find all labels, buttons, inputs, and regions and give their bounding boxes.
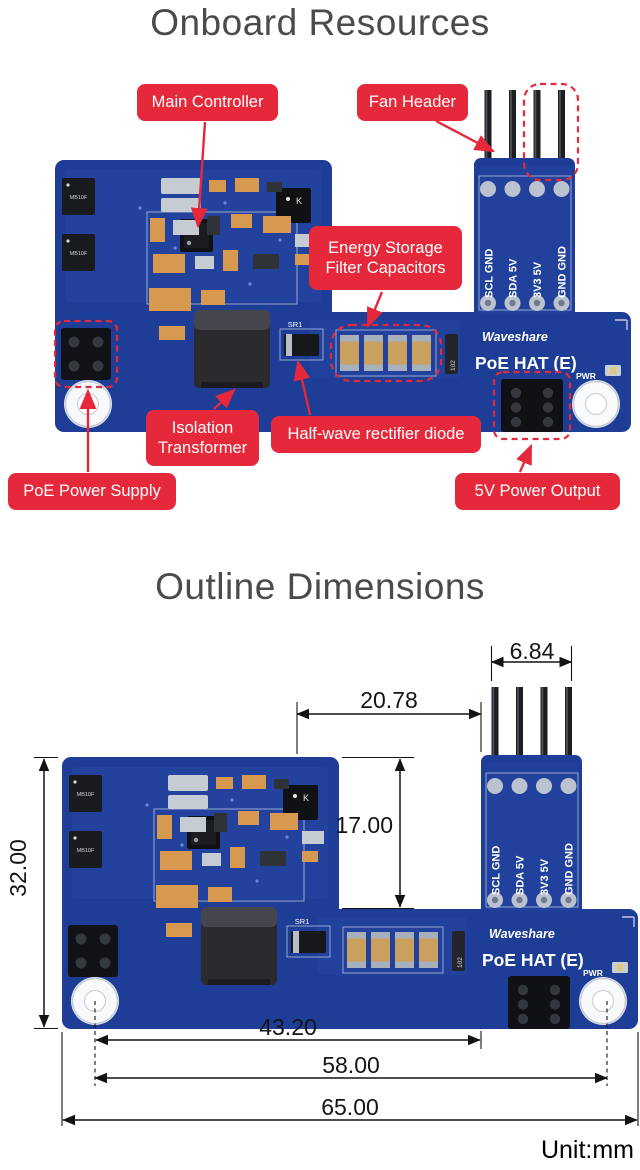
dim-board-height: 32.00 [5, 839, 31, 897]
dimension-lines [34, 646, 639, 1126]
callout-arrows [79, 119, 533, 473]
callout-poe-power-supply: PoE Power Supply [8, 473, 176, 510]
isolation-transformer-arrow [213, 388, 236, 410]
energy-storage-arrow [366, 291, 384, 329]
main-controller-arrow [190, 121, 208, 229]
board-dimension-view [61, 686, 639, 1030]
onboard-title: Onboard Resources [150, 2, 490, 43]
callout-fan-header: Fan Header [357, 84, 468, 121]
callout-5v-power-output: 5V Power Output [455, 473, 620, 510]
dim-notch-height: 17.00 [335, 812, 393, 838]
dim-hole-spacing: 58.00 [322, 1052, 380, 1078]
callout-half-wave-diode: Half-wave rectifier diode [271, 416, 481, 453]
callout-isolation-transformer: Isolation Transformer [146, 410, 259, 466]
5v-output-arrow [516, 443, 533, 473]
dimensions-title: Outline Dimensions [155, 566, 485, 607]
dim-board-width: 65.00 [321, 1094, 379, 1120]
dim-pin-header-width: 6.84 [509, 638, 555, 664]
callout-energy-storage: Energy Storage Filter Capacitors [309, 226, 462, 290]
energy-caps-highlight [329, 323, 443, 383]
fan-header-highlight [522, 82, 580, 182]
callout-highlights [53, 82, 580, 441]
unit-label: Unit:mm [540, 1136, 634, 1164]
5v-header-highlight [492, 370, 572, 441]
dim-hole-to-header: 43.20 [259, 1014, 317, 1040]
dim-header-offset: 20.78 [360, 687, 418, 713]
poe-header-highlight [53, 319, 119, 389]
callout-main-controller: Main Controller [137, 84, 278, 121]
fan-header-arrow [435, 119, 496, 153]
half-wave-arrow [293, 359, 312, 416]
